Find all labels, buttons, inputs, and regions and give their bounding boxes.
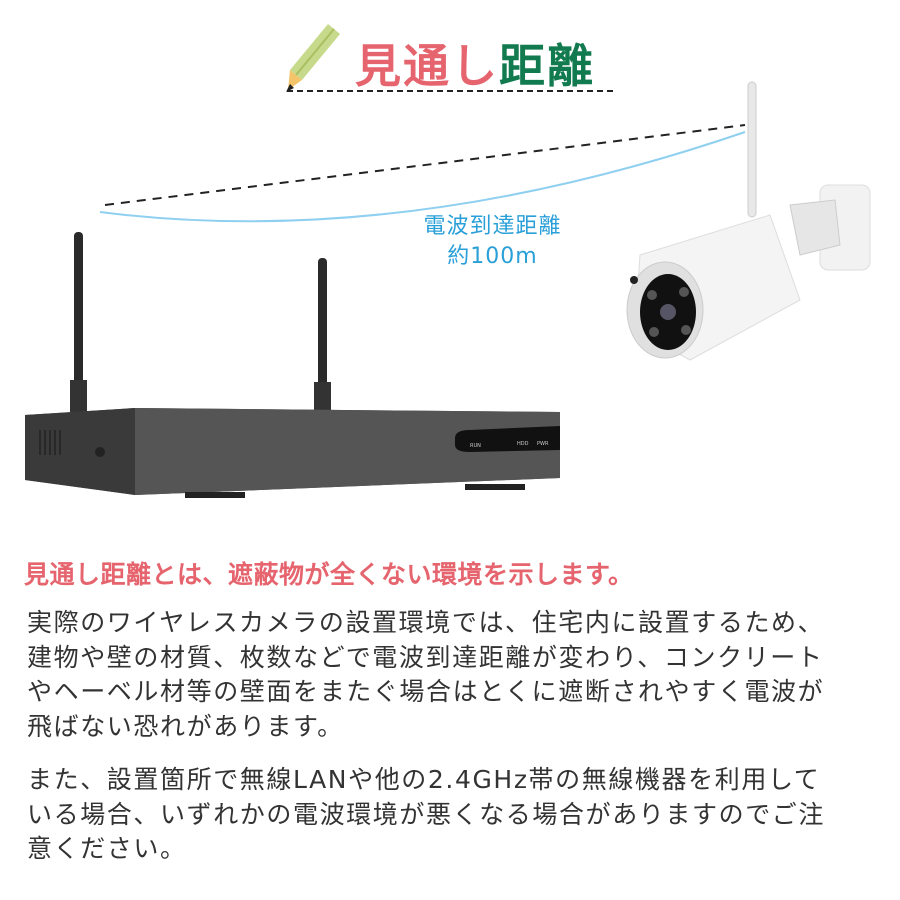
paragraph-line: 実際のワイヤレスカメラの設置環境では、住宅内に設置するため、 bbox=[27, 608, 825, 637]
indicator-run: RUN bbox=[470, 443, 481, 449]
title-part-1: 見通し bbox=[355, 39, 499, 93]
paragraph-line: 建物や壁の材質、枚数などで電波到達距離が変わり、コンクリート bbox=[27, 642, 824, 672]
title-part-2: 距離 bbox=[499, 39, 595, 93]
range-label-line2: 約100m bbox=[447, 244, 538, 269]
nvr-antenna-left bbox=[70, 232, 87, 412]
nvr-recorder bbox=[25, 408, 560, 498]
paragraph-line: また、設置箇所で無線LANや他の2.4GHz帯の無線機器を利用して bbox=[27, 765, 821, 794]
paragraph-line: 飛ばない恐れがあります。 bbox=[27, 712, 344, 742]
page-title: 見通し距離 bbox=[355, 30, 595, 96]
range-diagram bbox=[25, 81, 871, 498]
pencil-icon bbox=[286, 24, 340, 92]
paragraph-line: やヘーベル材等の壁面をまたぐ場合はとくに遮断されやすく電波が bbox=[27, 677, 825, 707]
nvr-antenna-right bbox=[314, 258, 331, 412]
paragraph-line: いる場合、いずれかの電波環境が悪くなる場合がありますのでご注 bbox=[27, 799, 826, 829]
title-underline bbox=[287, 90, 613, 92]
wifi-camera bbox=[626, 81, 871, 361]
section-heading: 見通し距離とは、遮蔽物が全くない環境を示します。 bbox=[24, 560, 634, 589]
paragraph-line: 意ください。 bbox=[27, 834, 187, 864]
paragraph-2: また、設置箇所で無線LANや他の2.4GHz帯の無線機器を利用して いる場合、い… bbox=[27, 763, 825, 867]
range-label: 電波到達距離 約100m bbox=[400, 212, 585, 272]
indicator-pwr: PWR bbox=[537, 441, 549, 447]
radio-wave-arc bbox=[99, 131, 746, 223]
paragraph-1: 実際のワイヤレスカメラの設置環境では、住宅内に設置するため、 建物や壁の材質、枚… bbox=[27, 606, 824, 745]
indicator-hdd: HDD bbox=[517, 441, 529, 447]
line-of-sight bbox=[104, 124, 746, 206]
range-label-line1: 電波到達距離 bbox=[423, 214, 562, 239]
